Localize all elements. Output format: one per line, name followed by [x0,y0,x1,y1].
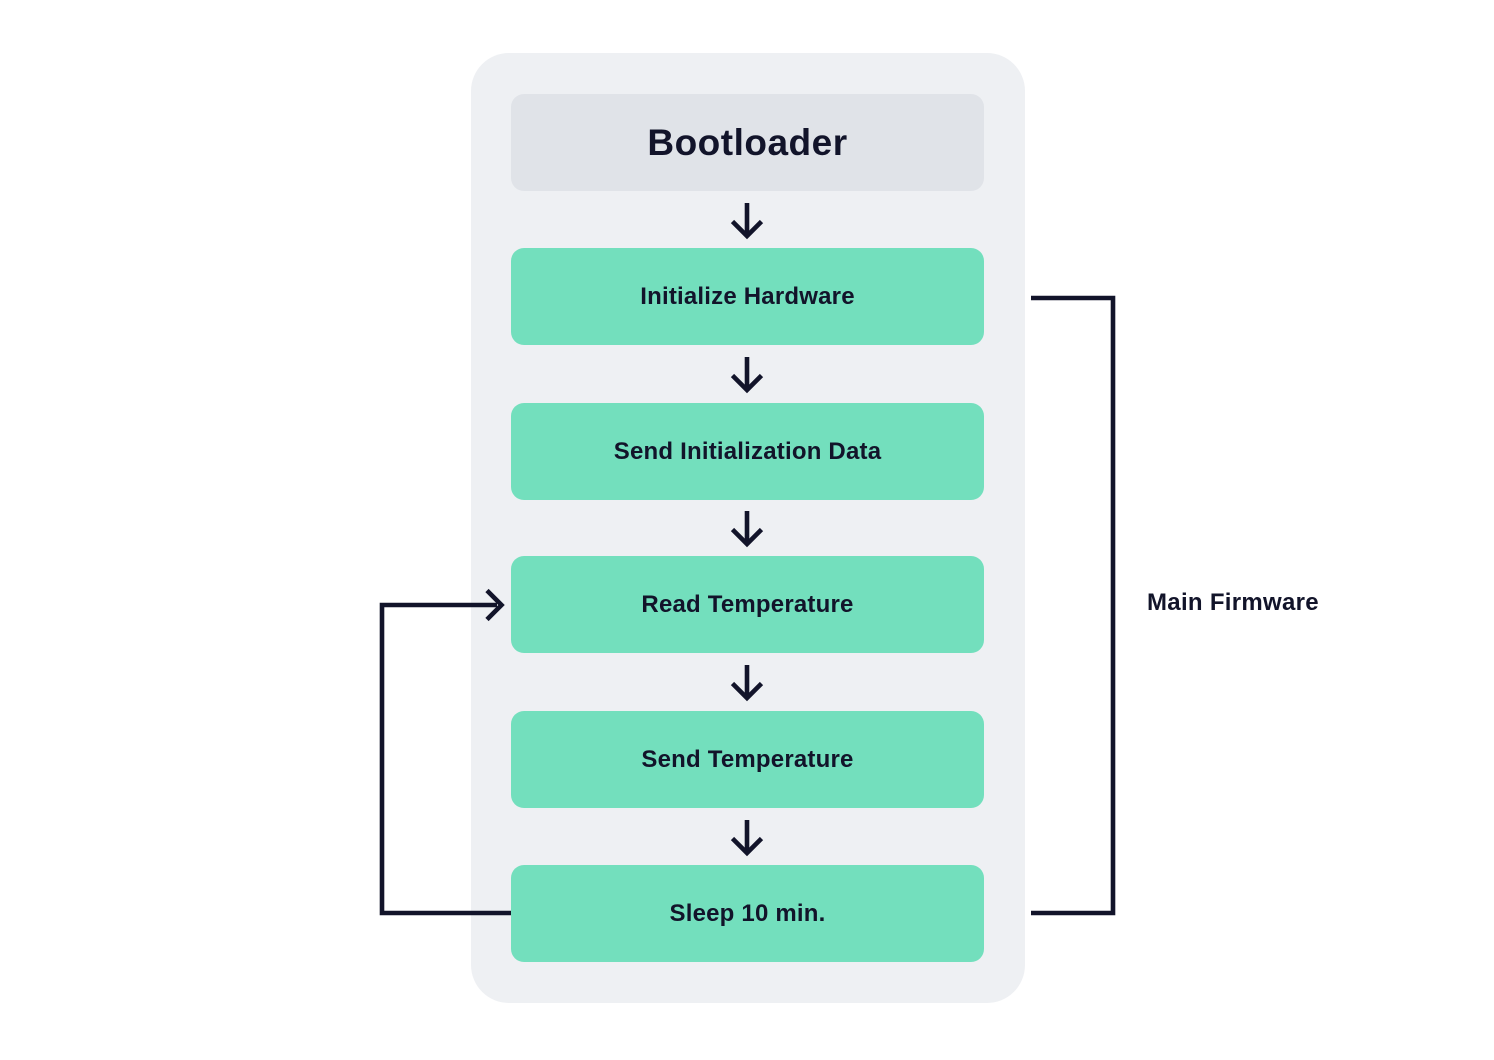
main-firmware-bracket [1031,295,1116,916]
node-send-temperature: Send Temperature [511,711,984,808]
node-sleep-10-min: Sleep 10 min. [511,865,984,962]
node-send-initialization-data-label: Send Initialization Data [613,437,882,465]
node-send-initialization-data: Send Initialization Data [511,403,984,500]
node-bootloader-label: Bootloader [647,121,848,163]
node-read-temperature: Read Temperature [511,556,984,653]
node-bootloader: Bootloader [511,94,984,191]
node-send-temperature-label: Send Temperature [641,745,854,773]
node-initialize-hardware: Initialize Hardware [511,248,984,345]
main-firmware-label: Main Firmware [1147,589,1319,616]
node-read-temperature-label: Read Temperature [641,590,854,618]
flowchart-panel [471,53,1025,1003]
node-initialize-hardware-label: Initialize Hardware [640,282,855,310]
node-sleep-10-min-label: Sleep 10 min. [669,899,826,927]
